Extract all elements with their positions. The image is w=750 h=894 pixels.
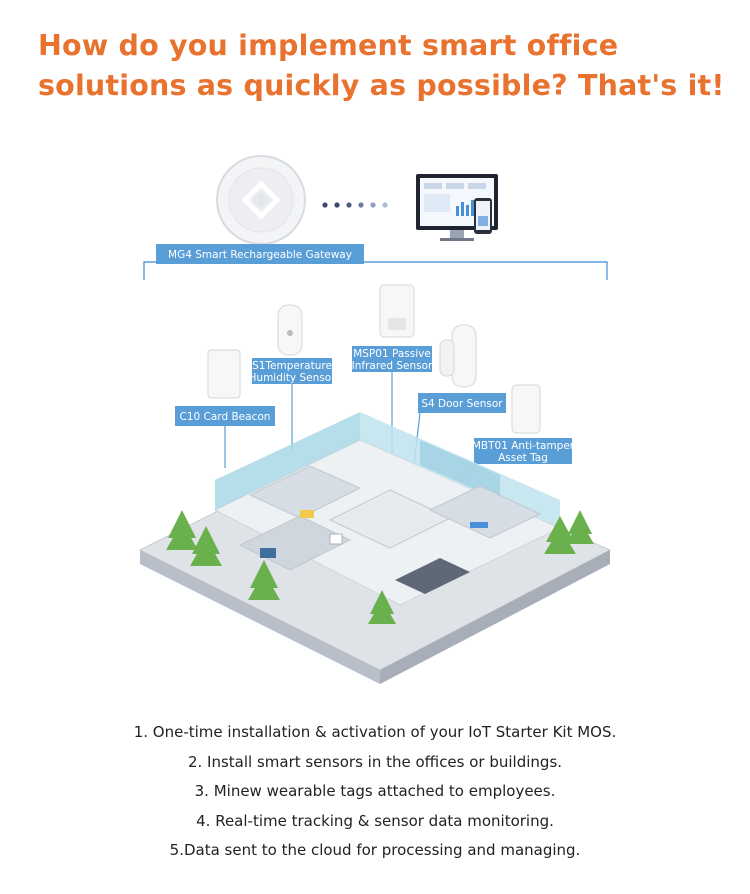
gateway-device-image <box>216 155 306 245</box>
gateway-label: MG4 Smart Rechargeable Gateway <box>168 249 352 261</box>
tag-label-1: MBT01 Anti-tamper <box>472 440 575 452</box>
sensor-labels: C10 Card Beacon S1Temperature Humidity S… <box>175 346 575 464</box>
smart-office-illustration: MG4 Smart Rechargeable Gateway C10 Card … <box>138 155 612 684</box>
connection-dots <box>322 202 388 208</box>
beacon-label: C10 Card Beacon <box>180 411 271 423</box>
door-label: S4 Door Sensor <box>421 398 503 410</box>
asset-tag-image <box>511 384 541 434</box>
door-sensor-image <box>451 324 477 388</box>
step-item: 5.Data sent to the cloud for processing … <box>169 841 581 859</box>
step-item: 4. Real-time tracking & sensor data moni… <box>196 811 554 830</box>
office-floor-plan <box>138 412 612 684</box>
step-item: 3. Minew wearable tags attached to emplo… <box>194 782 556 800</box>
gateway-label-box <box>156 244 364 264</box>
page-headline: How do you implement smart office soluti… <box>38 26 728 106</box>
temp-label-1: S1Temperature <box>252 360 332 372</box>
headline-line-2: solutions as quickly as possible? That's… <box>38 69 725 102</box>
pir-label-2: Infrared Sensor <box>352 360 433 372</box>
step-item: 2. Install smart sensors in the offices … <box>187 752 563 771</box>
phone-icon <box>474 198 492 234</box>
temp-label-2: Humidity Sensor <box>249 372 337 384</box>
tree-decorations <box>166 510 594 624</box>
headline-line-1: How do you implement smart office <box>38 29 619 62</box>
card-beacon-image <box>207 349 241 399</box>
pir-label-1: MSP01 Passive <box>353 348 431 360</box>
steps-list: 1. One-time installation & activation of… <box>0 718 750 866</box>
tag-label-2: Asset Tag <box>498 452 548 464</box>
step-item: 1. One-time installation & activation of… <box>133 723 617 741</box>
